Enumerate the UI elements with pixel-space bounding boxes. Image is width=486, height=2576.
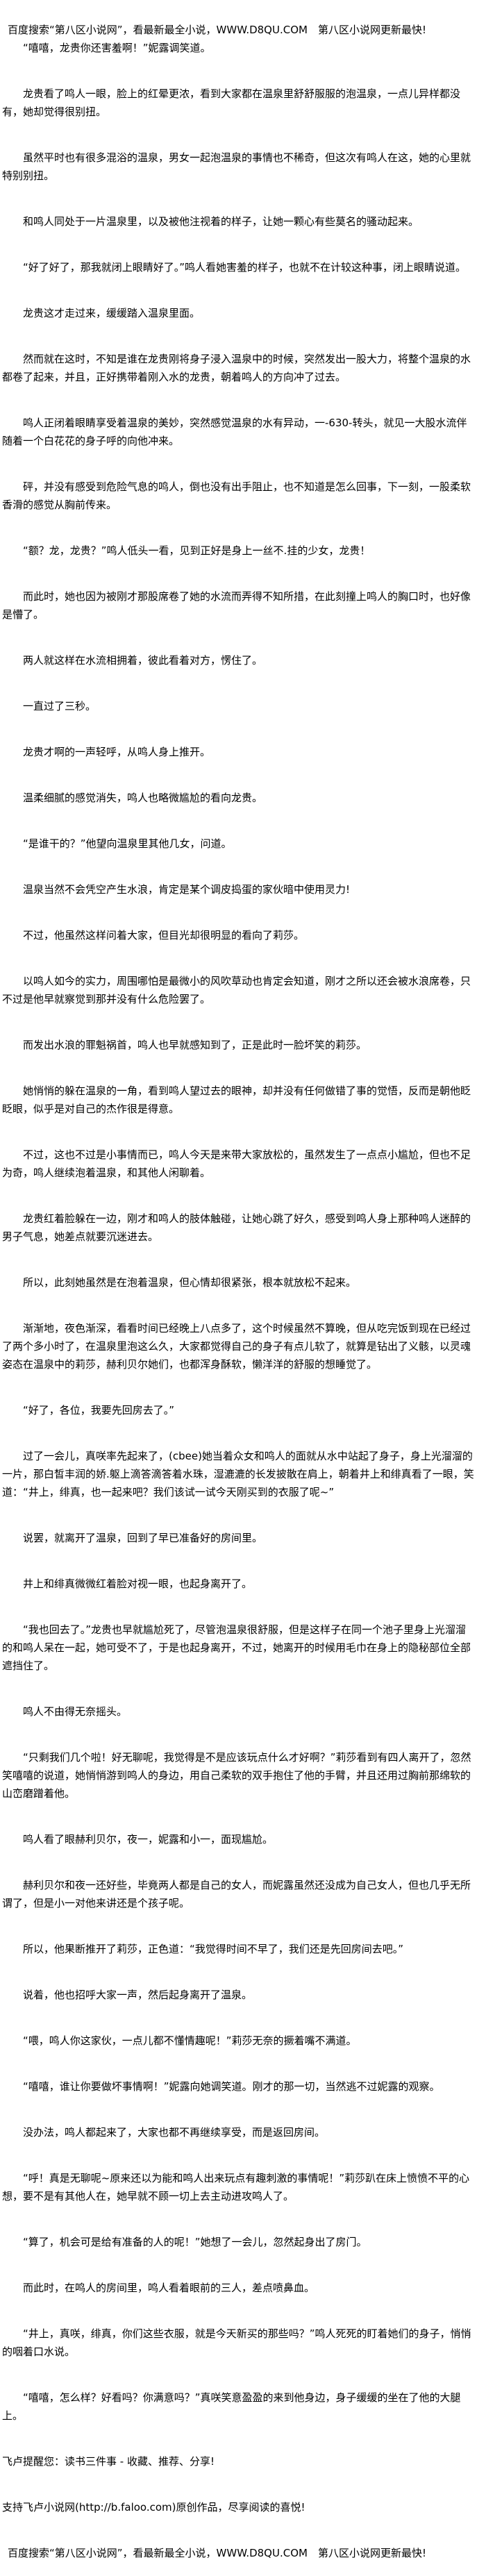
story-paragraph: 赫利贝尔和夜一还好些，毕竟两人都是自己的女人，而妮露虽然还没成为自己女人，但也几… bbox=[2, 1879, 471, 1909]
story-paragraph: 井上和绯真微微红着脸对视一眼，也起身离开了。 bbox=[23, 1578, 253, 1590]
story-paragraph: “算了，机会可是给有准备的人的呢！”她想了一会儿，忽然起身出了房门。 bbox=[23, 2236, 367, 2248]
story-paragraph: 不过，这也不过是小事情而已，鸣人今天是来带大家放松的，虽然发生了一点点小尴尬，但… bbox=[2, 1148, 471, 1179]
story-paragraph: “呼！真是无聊呢~原来还以为能和鸣人出来玩点有趣刺激的事情呢！”莉莎趴在床上愤愤… bbox=[2, 2172, 470, 2202]
story-paragraph: “好了，各位，我要先回房去了。” bbox=[23, 1404, 175, 1416]
story-paragraph: 说罢，就离开了温泉，回到了早已准备好的房间里。 bbox=[23, 1532, 263, 1544]
story-paragraph: 所以，此刻她虽然是在泡着温泉，但心情却很紧张，根本就放松不起来。 bbox=[23, 1276, 357, 1289]
story-paragraph: “额？龙，龙贵？”鸣人低头一看，见到正好是身上一丝不.挂的少女，龙贵！ bbox=[23, 544, 371, 557]
story-paragraph: “井上，真咲，绯真，你们这些衣服，就是今天新买的那些吗？”鸣人死死的盯着她们的身… bbox=[2, 2327, 471, 2358]
story-paragraph: 鸣人看了眼赫利贝尔，夜一，妮露和小一，面现尴尬。 bbox=[23, 1833, 274, 1846]
story-paragraph: 然而就在这时，不知是谁在龙贵刚将身子浸入温泉中的时候，突然发出一股大力，将整个温… bbox=[2, 353, 471, 383]
site-banner-top: 百度搜索“第八区小说网”，看最新最全小说，WWW.D8QU.COM 第八区小说网… bbox=[8, 24, 426, 36]
story-paragraph: 不过，他虽然这样问着大家，但目光却很明显的看向了莉莎。 bbox=[23, 929, 305, 942]
story-paragraph: 以鸣人如今的实力，周围哪怕是最微小的风吹草动也肯定会知道，刚才之所以还会被水浪席… bbox=[2, 975, 471, 1005]
story-paragraph: “嘻嘻，龙贵你还害羞啊！”妮露调笑道。 bbox=[23, 42, 211, 54]
story-paragraph: “是谁干的？”他望向温泉里其他几女，问道。 bbox=[23, 837, 232, 850]
story-paragraph: 龙贵这才走过来，缓缓踏入温泉里面。 bbox=[23, 307, 201, 319]
story-paragraph: 龙贵看了鸣人一眼，脸上的红晕更浓，看到大家都在温泉里舒舒服服的泡温泉，一点儿异样… bbox=[2, 87, 461, 118]
story-paragraph: 一直过了三秒。 bbox=[23, 700, 97, 712]
story-paragraph: 而此时，她也因为被刚才那股席卷了她的水流而弄得不知所措，在此刻撞上鸣人的胸口时，… bbox=[2, 590, 471, 621]
story-paragraph: “我也回去了。”龙贵也早就尴尬死了，尽管泡温泉很舒服，但是这样子在同一个池子里身… bbox=[2, 1623, 471, 1672]
story-paragraph: 虽然平时也有很多混浴的温泉，男女一起泡温泉的事情也不稀奇，但这次有鸣人在这，她的… bbox=[2, 151, 471, 182]
story-paragraph: 龙贵才啊的一声轻呼，从鸣人身上推开。 bbox=[23, 746, 211, 758]
story-paragraph: 鸣人正闭着眼睛享受着温泉的美妙，突然感觉温泉的水有异动，一-630-转头，就见一… bbox=[2, 417, 467, 447]
story-paragraph: 而此时，在鸣人的房间里，鸣人看着眼前的三人，差点喷鼻血。 bbox=[23, 2282, 315, 2294]
story-paragraph: 渐渐地，夜色渐深，看看时间已经晚上八点多了，这个时候虽然不算晚，但从吃完饭到现在… bbox=[2, 1322, 471, 1371]
story-paragraph: 温柔细腻的感觉消失，鸣人也略微尴尬的看向龙贵。 bbox=[23, 792, 263, 804]
story-paragraph: 过了一会儿，真咲率先起来了，(cbee)她当着众女和鸣人的面就从水中站起了身子，… bbox=[2, 1450, 474, 1498]
story-paragraph: 龙贵红着脸躲在一边，刚才和鸣人的肢体触碰，让她心跳了好久，感受到鸣人身上那种鸣人… bbox=[2, 1212, 471, 1243]
story-paragraph: “好了好了，那我就闭上眼睛好了。”鸣人看她害羞的样子，也就不在计较这种事，闭上眼… bbox=[23, 261, 467, 274]
story-paragraph: “嘻嘻，谁让你要做坏事情啊！”妮露向她调笑道。刚才的那一切，当然逃不过妮露的观察… bbox=[23, 2080, 440, 2093]
story-paragraph: 两人就这样在水流相拥着，彼此看着对方，愣住了。 bbox=[23, 654, 263, 667]
story-paragraph: 说着，他也招呼大家一声，然后起身离开了温泉。 bbox=[23, 1989, 253, 2001]
story-paragraph: 所以，他果断推开了莉莎，正色道：“我觉得时间不早了，我们还是先回房间去吧。” bbox=[23, 1943, 404, 1955]
site-banner-bottom: 百度搜索“第八区小说网”，看最新最全小说，WWW.D8QU.COM 第八区小说网… bbox=[8, 2547, 426, 2559]
story-paragraph: “喂，鸣人你这家伙，一点儿都不懂情趣呢！”莉莎无奈的撅着嘴不满道。 bbox=[23, 2034, 357, 2047]
story-paragraph: “嘻嘻，怎么样？好看吗？你满意吗？”真咲笑意盈盈的来到他身边，身子缓缓的坐在了他… bbox=[2, 2391, 461, 2422]
story-paragraph: 没办法，鸣人都起来了，大家也都不再继续享受，而是返回房间。 bbox=[23, 2126, 326, 2139]
story-paragraph: “只剩我们几个啦！好无聊呢，我觉得是不是应该玩点什么才好啊？”莉莎看到有四人离开… bbox=[2, 1751, 471, 1800]
reader-reminder: 飞卢提醒您：读书三件事 - 收藏、推荐、分享! bbox=[2, 2455, 215, 2468]
story-paragraph: 温泉当然不会凭空产生水浪，肯定是某个调皮捣蛋的家伙暗中使用灵力! bbox=[23, 883, 351, 896]
story-paragraph: 和鸣人同处于一片温泉里，以及被他注视着的样子，让她一颗心有些莫名的骚动起来。 bbox=[23, 215, 419, 228]
story-paragraph: 而发出水浪的罪魁祸首，鸣人也早就感知到了，正是此时一脸坏笑的莉莎。 bbox=[23, 1039, 367, 1051]
chapter-body: “嘻嘻，龙贵你还害羞啊！”妮露调笑道。龙贵看了鸣人一眼，脸上的红晕更浓，看到大家… bbox=[2, 39, 476, 2425]
story-paragraph: 砰，并没有感受到危险气息的鸣人，倒也没有出手阻止，也不知道是怎么回事，下一刻，一… bbox=[2, 480, 471, 511]
story-paragraph: 鸣人不由得无奈摇头。 bbox=[23, 1705, 128, 1718]
support-notice: 支持飞卢小说网(http://b.faloo.com)原创作品，尽享阅读的喜悦! bbox=[2, 2501, 305, 2514]
story-paragraph: 她悄悄的躲在温泉的一角，看到鸣人望过去的眼神，却并没有任何做错了事的觉悟，反而是… bbox=[2, 1085, 471, 1115]
